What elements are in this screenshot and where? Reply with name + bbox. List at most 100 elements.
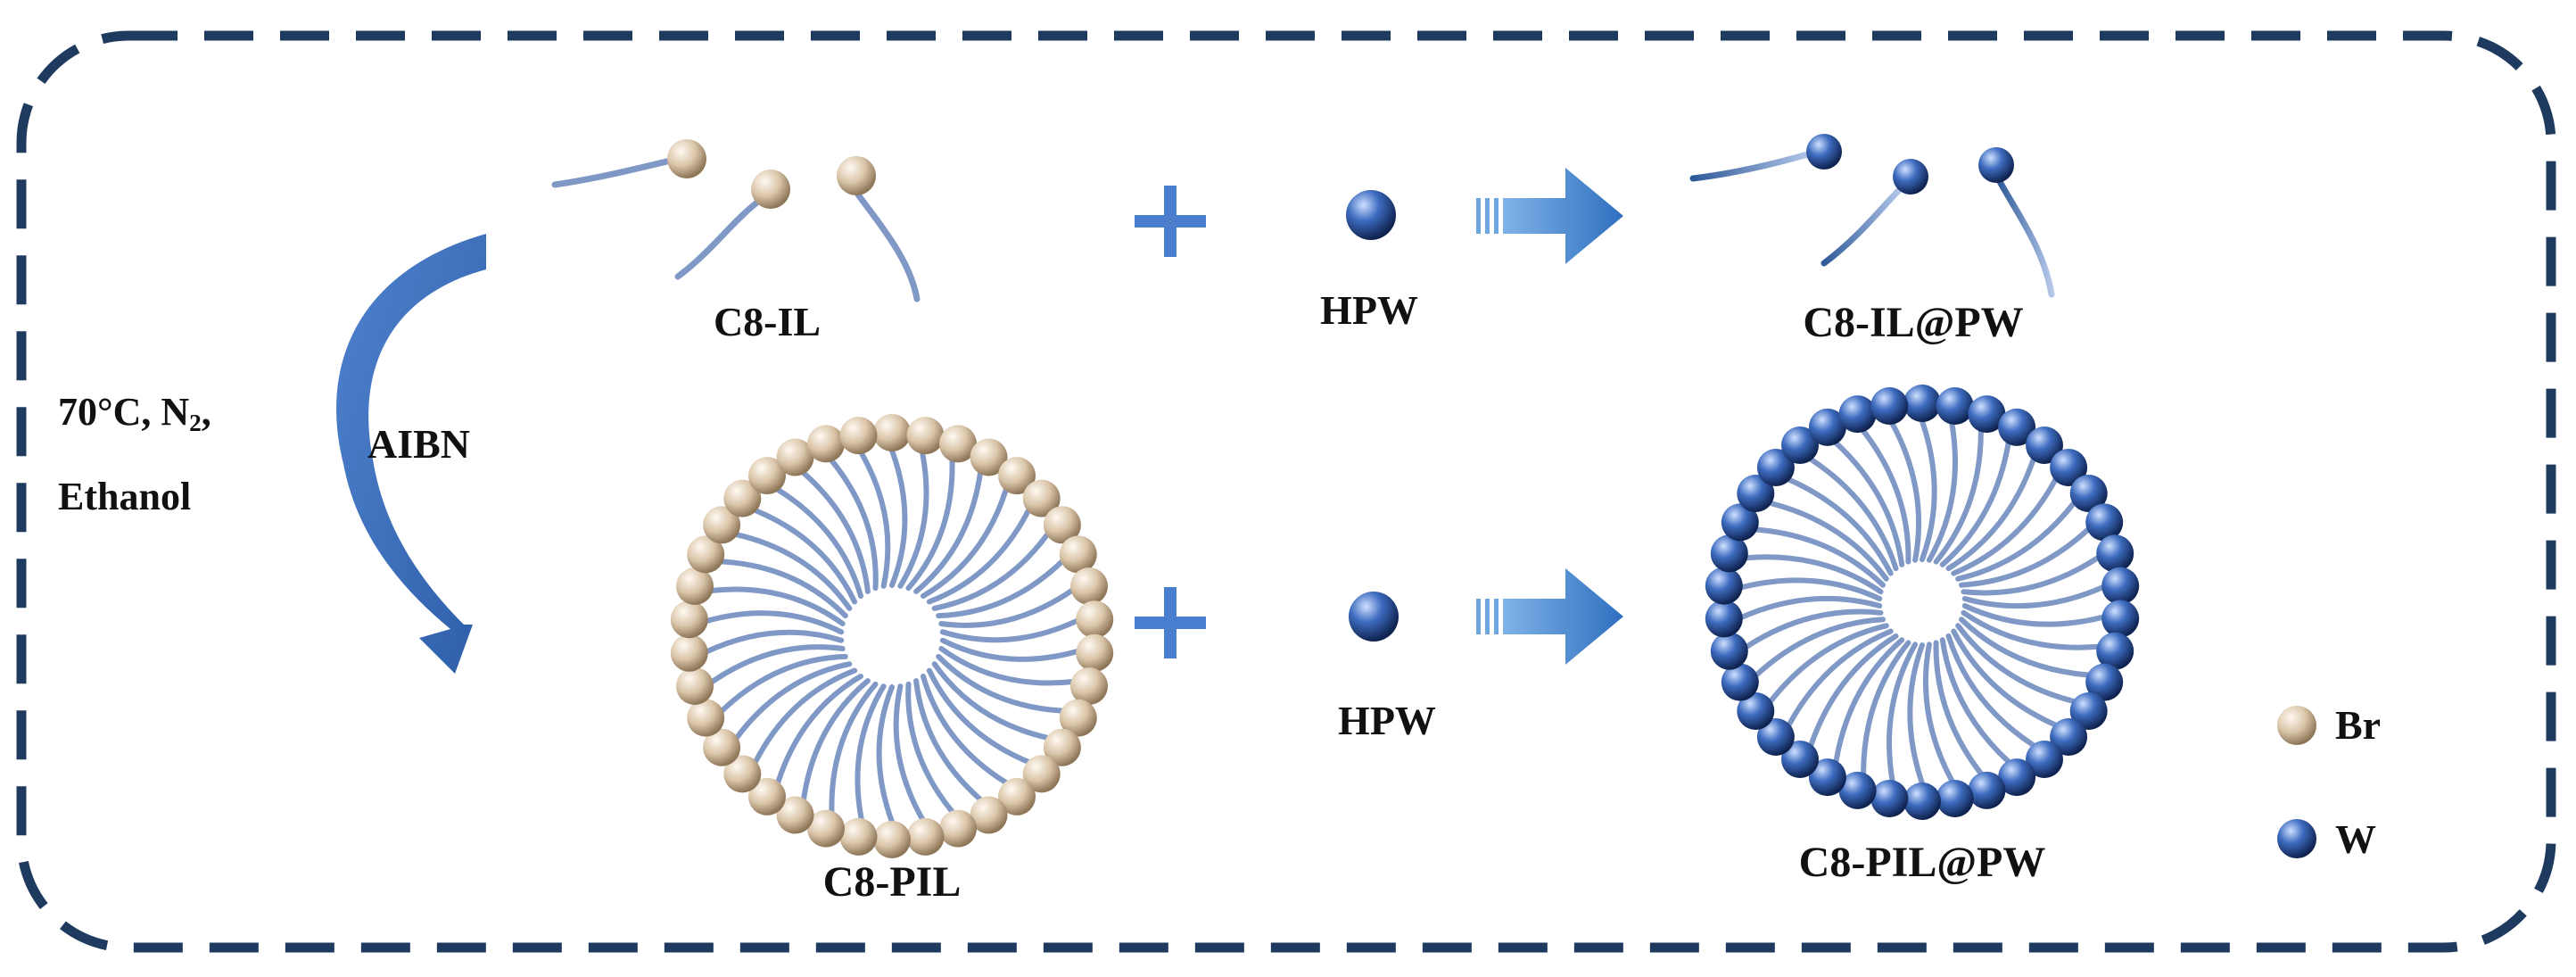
micelle-tail [1920, 418, 1937, 562]
w-sphere [1737, 692, 1775, 730]
w-sphere [2069, 692, 2108, 730]
br-sphere [667, 139, 706, 178]
br-sphere [939, 809, 977, 848]
micelle-tail [704, 610, 845, 635]
micelle-tail [926, 508, 1031, 605]
micelle-tail [1961, 603, 2106, 627]
curved-reaction-arrow [336, 234, 486, 674]
br-sphere [751, 170, 790, 209]
micelle-tail [938, 646, 1075, 686]
legend-w-sphere [2277, 819, 2316, 858]
micelle-tail [801, 678, 871, 802]
micelle-tail [1889, 420, 1921, 563]
micelle-tail [753, 508, 858, 605]
w-sphere [2101, 600, 2140, 638]
w-sphere [1838, 395, 1877, 434]
micelle-tail [753, 667, 858, 765]
micelle-tail [1768, 623, 1889, 704]
micelle-tail [1951, 628, 2059, 728]
w-sphere [1838, 771, 1877, 809]
conditions-label: 70°C, N2, [58, 390, 211, 436]
br-sphere [1076, 633, 1114, 672]
micelle-tail [858, 450, 891, 589]
micelle-tail [775, 674, 863, 786]
hpw-sphere-bottom [1349, 592, 1399, 642]
br-sphere [998, 777, 1036, 816]
br-sphere [1059, 699, 1097, 737]
w-sphere [1998, 758, 2036, 797]
product-label-top: C8-IL@PW [1803, 299, 2024, 346]
micelle-tail [709, 586, 846, 626]
micelle-tail [1955, 501, 2076, 582]
micelle-tail [1754, 526, 1886, 588]
br-sphere [687, 699, 725, 737]
micelle-tail [733, 661, 853, 741]
micelle-tail [1923, 642, 1955, 784]
hpw-label-top: HPW [1320, 287, 1418, 333]
micelle-tail [801, 470, 871, 594]
micelle-tail [897, 450, 929, 589]
br-sphere [776, 796, 814, 834]
w-sphere [1968, 771, 2006, 809]
micelle-tail [1861, 640, 1911, 776]
micelle-tail [893, 683, 926, 823]
block-arrow-top [1476, 168, 1623, 264]
micelle-tail [855, 683, 887, 823]
br-sphere [998, 457, 1036, 495]
micelle-tail [1738, 577, 1883, 601]
micelle-tail [926, 667, 1031, 765]
w-sphere [2050, 449, 2088, 486]
w-sphere [1705, 600, 1743, 638]
w-sphere [2050, 718, 2088, 756]
micelle-tail [921, 486, 1009, 599]
micelle-tail [1887, 642, 1919, 784]
micelle-tail [1961, 609, 2101, 650]
w-sphere [1781, 741, 1819, 778]
micelle-tail [1951, 476, 2059, 576]
w-sphere [2026, 426, 2063, 464]
micelle-tail [704, 629, 845, 655]
br-sphere [1022, 479, 1061, 517]
micelle-tail [1744, 609, 1884, 650]
micelle-tail [921, 674, 1009, 786]
plus-sign-bottom [1135, 587, 1206, 658]
w-sphere [1968, 395, 2006, 434]
br-sphere [839, 817, 878, 856]
w-sphere [2026, 741, 2063, 778]
w-sphere [1806, 134, 1842, 170]
micelle-tail [775, 486, 863, 599]
w-sphere [1978, 147, 2014, 183]
br-sphere [1059, 535, 1097, 574]
micelle-tail [1744, 554, 1884, 595]
w-sphere [1936, 387, 1974, 425]
br-sphere [748, 777, 786, 816]
br-sphere [1022, 755, 1061, 793]
micelle-tail [938, 587, 1075, 628]
w-sphere [1721, 663, 1759, 701]
br-sphere [723, 755, 762, 793]
br-sphere [703, 506, 741, 544]
micelle-tail [889, 448, 908, 588]
plus-sign-top [1135, 186, 1206, 257]
w-sphere [1737, 475, 1775, 512]
dashed-frame [16, 30, 2556, 953]
br-sphere [939, 425, 977, 463]
br-sphere [1076, 600, 1114, 639]
micelle-tail [1808, 633, 1899, 749]
micelle-tail [1907, 642, 1925, 786]
w-sphere [1936, 780, 1974, 817]
micelle-tail [936, 653, 1065, 714]
micelle-tail [1786, 476, 1894, 576]
br-sphere [970, 438, 1008, 476]
br-sphere [807, 425, 845, 463]
micelle-tail [1861, 428, 1911, 565]
micelle-tail [733, 532, 853, 611]
micelle-tail [1945, 633, 2036, 749]
polymer-label: C8-PIL [822, 858, 962, 906]
w-sphere [1903, 385, 1941, 422]
br-sphere [906, 417, 945, 455]
monomer-tail [1994, 175, 2055, 298]
initiator-label: AIBN [367, 421, 471, 467]
micelle-tail [939, 637, 1080, 662]
